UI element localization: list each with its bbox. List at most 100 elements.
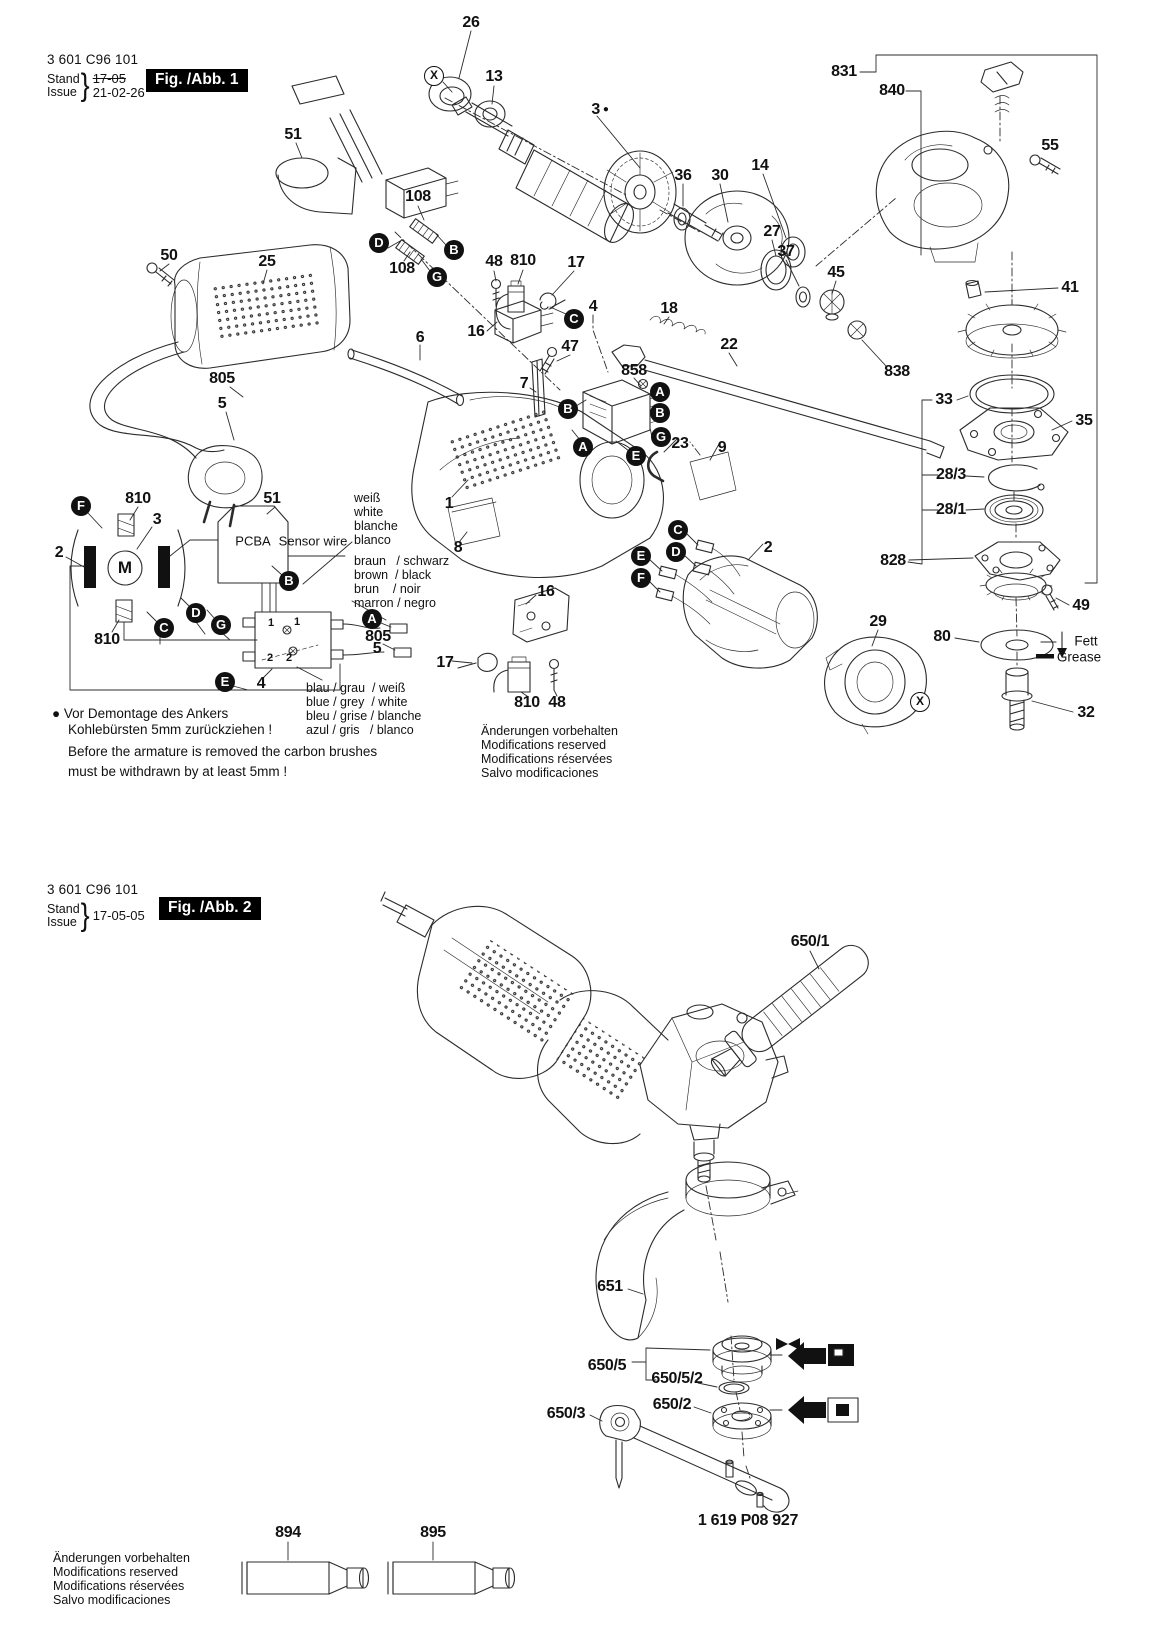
callout-80: 80 bbox=[933, 628, 951, 645]
callout-48: 48 bbox=[548, 694, 566, 711]
callout-Sensor-wire: Sensor wire bbox=[278, 533, 348, 549]
callout-G: G bbox=[427, 267, 447, 287]
callout-29: 29 bbox=[869, 613, 887, 630]
callout-45: 45 bbox=[827, 264, 845, 281]
stator-group bbox=[655, 539, 818, 669]
callout-895: 895 bbox=[420, 1524, 446, 1541]
fig1-issue-label: Issue bbox=[47, 84, 77, 99]
callout-650-2: 650/2 bbox=[652, 1396, 692, 1413]
fig1-date-old: 17-05 bbox=[92, 70, 126, 86]
callout-831: 831 bbox=[831, 63, 857, 80]
callout-6: 6 bbox=[415, 329, 425, 346]
fig1-artwork bbox=[65, 30, 1098, 735]
callout-650-5-2: 650/5/2 bbox=[651, 1370, 703, 1387]
callout-18: 18 bbox=[660, 300, 678, 317]
fig1-brackets bbox=[859, 54, 1098, 584]
callout-14: 14 bbox=[751, 157, 769, 174]
callout-1: 1 bbox=[444, 495, 454, 512]
wiring-schematic bbox=[69, 505, 570, 693]
callout-36: 36 bbox=[674, 167, 692, 184]
note-line: Before the armature is removed the carbo… bbox=[68, 744, 378, 759]
wheel-guard bbox=[595, 1161, 799, 1341]
callout-51: 51 bbox=[284, 126, 302, 143]
callout-650-1: 650/1 bbox=[790, 933, 830, 950]
callout-17: 17 bbox=[567, 254, 585, 271]
callout-650-3: 650/3 bbox=[546, 1405, 586, 1422]
fig1-axes bbox=[394, 95, 1018, 669]
callout-A: A bbox=[573, 437, 593, 457]
callout-5: 5 bbox=[217, 395, 227, 412]
mods-line: Salvo modificaciones bbox=[481, 766, 599, 780]
brush-holder-upper bbox=[490, 278, 566, 344]
pin-spanner bbox=[599, 1404, 790, 1513]
callout-4: 4 bbox=[256, 675, 266, 692]
callout-22: 22 bbox=[720, 336, 738, 353]
callout-840: 840 bbox=[879, 82, 905, 99]
adjust-knobs bbox=[819, 289, 867, 340]
callout-33: 33 bbox=[935, 391, 953, 408]
callout-3: 3● bbox=[591, 101, 609, 118]
callout-651: 651 bbox=[597, 1278, 623, 1295]
fig2-header: 3 601 C96 101 Stand Issue } 17-05-05 bbox=[47, 882, 145, 932]
callout-108: 108 bbox=[405, 188, 431, 205]
callout-805: 805 bbox=[365, 628, 391, 645]
fig2-stand-label: Stand bbox=[47, 901, 80, 916]
mods-line: Modifications reserved bbox=[481, 738, 607, 752]
mods-line: Änderungen vorbehalten bbox=[53, 1551, 190, 1565]
callout-E: E bbox=[215, 672, 235, 692]
wire-color-line: blau / grau / weiß bbox=[306, 681, 406, 695]
wire-color-line: blue / grey / white bbox=[306, 695, 408, 709]
callout-G: G bbox=[651, 427, 671, 447]
callout-41: 41 bbox=[1061, 279, 1079, 296]
callout-G: G bbox=[211, 615, 231, 635]
side-handle bbox=[710, 944, 869, 1077]
callout-B: B bbox=[444, 240, 464, 260]
callout-2: 2 bbox=[763, 539, 773, 556]
callout-C: C bbox=[668, 520, 688, 540]
callout-805: 805 bbox=[209, 370, 235, 387]
fig2-label-box: Fig. /Abb. 2 bbox=[159, 897, 261, 920]
callout-16: 16 bbox=[537, 583, 555, 600]
callout-2: 2 bbox=[266, 652, 274, 664]
fig2-issue-label: Issue bbox=[47, 914, 77, 929]
callout-4: 4 bbox=[588, 298, 598, 315]
grinder-body bbox=[380, 891, 789, 1183]
grease-tubes bbox=[241, 1561, 516, 1595]
main-housing bbox=[411, 391, 664, 579]
callout-838: 838 bbox=[884, 363, 910, 380]
callout-28-3: 28/3 bbox=[936, 466, 966, 483]
callout-30: 30 bbox=[711, 167, 729, 184]
mods-line: Modifications reserved bbox=[53, 1565, 179, 1579]
mods-line: Modifications réservées bbox=[53, 1579, 185, 1593]
callout-X: X bbox=[910, 692, 930, 712]
callout-Grease: Grease bbox=[1056, 649, 1102, 665]
callout-49: 49 bbox=[1072, 597, 1090, 614]
callout-26: 26 bbox=[462, 14, 480, 31]
callout-E: E bbox=[626, 446, 646, 466]
callout-D: D bbox=[666, 542, 686, 562]
callout-B: B bbox=[650, 403, 670, 423]
callout-13: 13 bbox=[485, 68, 503, 85]
callout-51: 51 bbox=[263, 490, 281, 507]
callout-A: A bbox=[362, 609, 382, 629]
callout-55: 55 bbox=[1041, 137, 1059, 154]
small-parts-mid bbox=[347, 346, 558, 418]
callout-Fett: Fett bbox=[1074, 633, 1098, 649]
callout-F: F bbox=[71, 496, 91, 516]
callout-C: C bbox=[564, 309, 584, 329]
callout-F: F bbox=[631, 568, 651, 588]
fig1-date-new: 21-02-26 bbox=[92, 84, 145, 100]
trigger-assembly bbox=[275, 75, 459, 265]
callout-1: 1 bbox=[293, 616, 301, 628]
callout-3: 3 bbox=[152, 511, 162, 528]
callout-D: D bbox=[186, 603, 206, 623]
note-line: ● Vor Demontage des Ankers bbox=[52, 706, 229, 721]
callout-B: B bbox=[279, 571, 299, 591]
callout-B: B bbox=[558, 399, 578, 419]
note-line: Kohlebürsten 5mm zurückziehen ! bbox=[68, 722, 273, 737]
mods-line: Modifications réservées bbox=[481, 752, 613, 766]
callout-2: 2 bbox=[285, 652, 293, 664]
wire-color-line: blanche bbox=[354, 519, 398, 533]
